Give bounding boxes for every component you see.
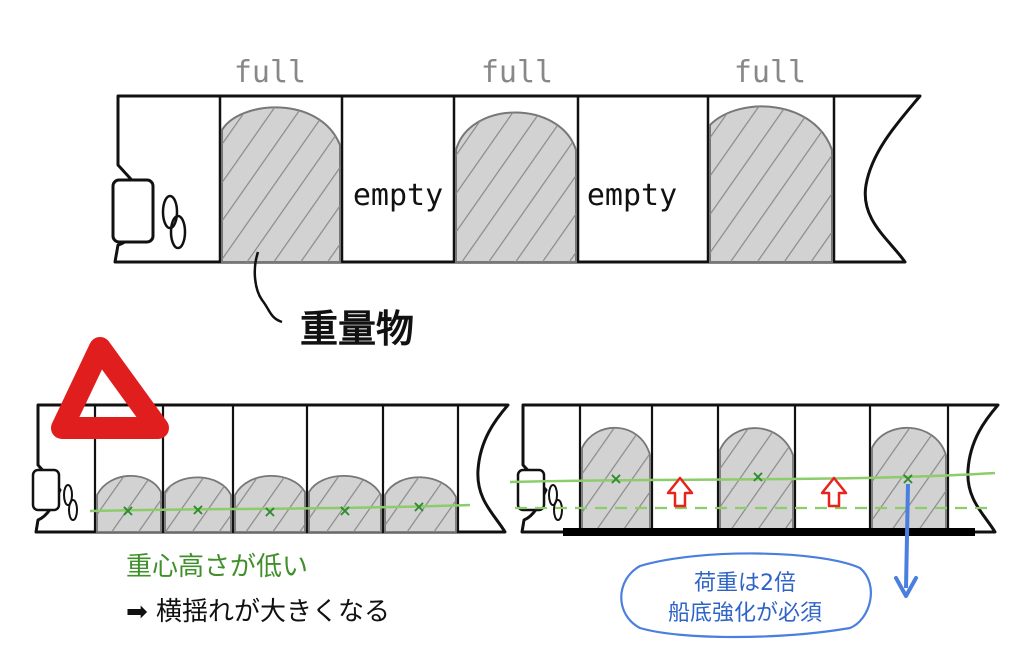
load-callout-line2: 船底強化が必須 (668, 601, 822, 626)
roll-large-caption: ➡ 横揺れが大きくなる (126, 597, 390, 627)
hold-label-full-2: full (481, 55, 553, 90)
bottom-left-rudder (31, 468, 61, 512)
hold-label-full-3: full (734, 55, 806, 90)
top-ship: full full full empty empty 重量物 (111, 55, 922, 351)
bottom-right-propeller-icon (548, 484, 563, 521)
svg-text:×: × (191, 500, 204, 519)
svg-text:×: × (609, 469, 622, 488)
svg-text:×: × (412, 497, 425, 516)
bottom-left-propeller-icon (63, 484, 78, 521)
bottom-left-ship: × × × × × 重心高さが低い ➡ 横揺れが大きくなる (31, 337, 510, 627)
svg-text:×: × (263, 502, 276, 521)
svg-text:×: × (121, 501, 134, 520)
top-ship-propeller-icon (161, 194, 187, 250)
hold-label-empty-2: empty (587, 178, 677, 213)
bottom-right-cg-marks: × × × (609, 467, 914, 488)
hold-label-full-1: full (234, 55, 306, 90)
heavy-cargo-label: 重量物 (300, 307, 414, 351)
bottom-right-rudder (516, 468, 546, 512)
bottom-left-cargo (96, 474, 457, 533)
load-callout-line1: 荷重は2倍 (694, 571, 796, 596)
hold-label-empty-1: empty (353, 178, 443, 213)
bottom-right-cg-line-high (509, 471, 996, 484)
load-arrow-shaft (904, 483, 910, 589)
cg-raise-arrow-icon-2 (820, 476, 848, 508)
load-callout-bubble (620, 552, 872, 639)
bottom-left-cg-line (89, 503, 471, 513)
warning-triangle-icon (51, 337, 169, 439)
cg-raise-arrow-icon-1 (666, 476, 694, 508)
bottom-left-cg-marks: × × × × × (121, 497, 425, 521)
top-ship-bulkheads (218, 96, 836, 262)
svg-text:×: × (901, 469, 914, 488)
heavy-cargo-leader-line (253, 251, 283, 324)
bottom-right-ship: × × × 荷重は2倍 船底強化が必須 (509, 403, 1000, 639)
reinforced-bottom-plate (563, 528, 975, 536)
load-arrow-down-icon (894, 576, 918, 598)
cg-low-caption: 重心高さが低い (126, 552, 308, 582)
svg-text:×: × (338, 501, 351, 520)
svg-text:×: × (751, 467, 764, 486)
top-ship-rudder (111, 178, 155, 244)
